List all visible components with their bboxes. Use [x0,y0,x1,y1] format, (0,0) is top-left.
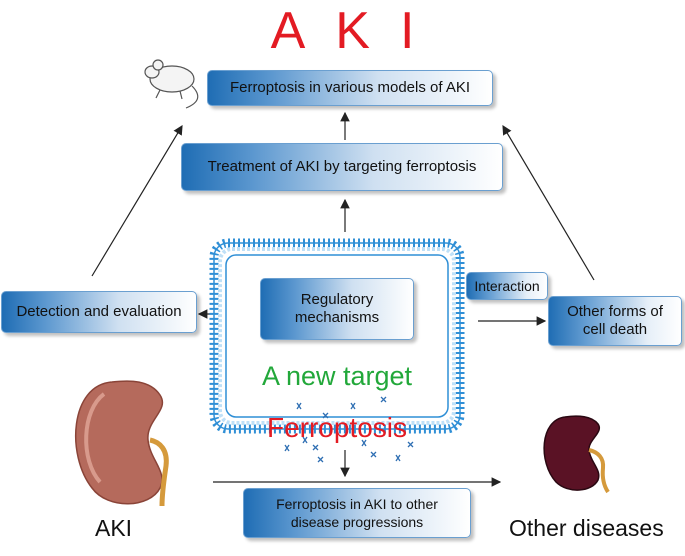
mouse-icon [144,59,199,109]
arrow-detection-to-models [91,124,183,277]
aki-label: AKI [95,515,133,541]
kidney-diseased-icon [543,415,610,494]
new-target-label: A new target [261,361,413,391]
arrow-otherdeath-to-models [502,124,595,281]
box-other-cell-death: Other forms of cell death [548,296,682,346]
box-treatment: Treatment of AKI by targeting ferroptosi… [181,143,503,191]
lipid-molecules-icon [284,396,414,463]
box-interaction: Interaction [466,272,548,300]
regulatory-label: Regulatory mechanisms [294,291,380,326]
other-diseases-label: Other diseases [509,515,664,541]
cell-membrane-icon [209,238,465,434]
ferroptosis-label: Ferroptosis [266,412,408,443]
box-regulatory-mechanisms: Regulatory mechanisms [260,278,414,340]
kidney-aki-icon [75,380,169,507]
box-detection-evaluation: Detection and evaluation [1,291,197,333]
box-ferroptosis-models: Ferroptosis in various models of AKI [207,70,493,106]
box-disease-progression: Ferroptosis in AKI to other disease prog… [243,488,471,538]
other-death-label: Other forms of cell death [567,303,663,338]
progression-label: Ferroptosis in AKI to other disease prog… [276,496,438,530]
page-title: AKI [270,2,445,60]
